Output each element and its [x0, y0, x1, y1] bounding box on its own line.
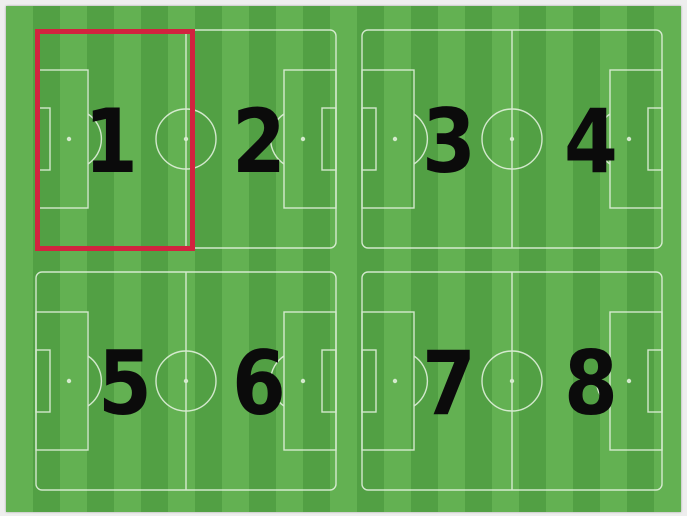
pitch-board: 1 2 3 4 5 6 7 8: [6, 6, 681, 512]
pitch-7-label[interactable]: 7: [409, 340, 488, 428]
pitch-4-label[interactable]: 4: [551, 98, 630, 186]
pitch-6-label[interactable]: 6: [219, 340, 298, 428]
selected-pitch-highlight: [35, 29, 195, 251]
pitch-2-label[interactable]: 2: [219, 98, 298, 186]
pitch-3-label[interactable]: 3: [409, 98, 488, 186]
pitch-8-label[interactable]: 8: [551, 340, 630, 428]
pitch-5-label[interactable]: 5: [85, 340, 164, 428]
